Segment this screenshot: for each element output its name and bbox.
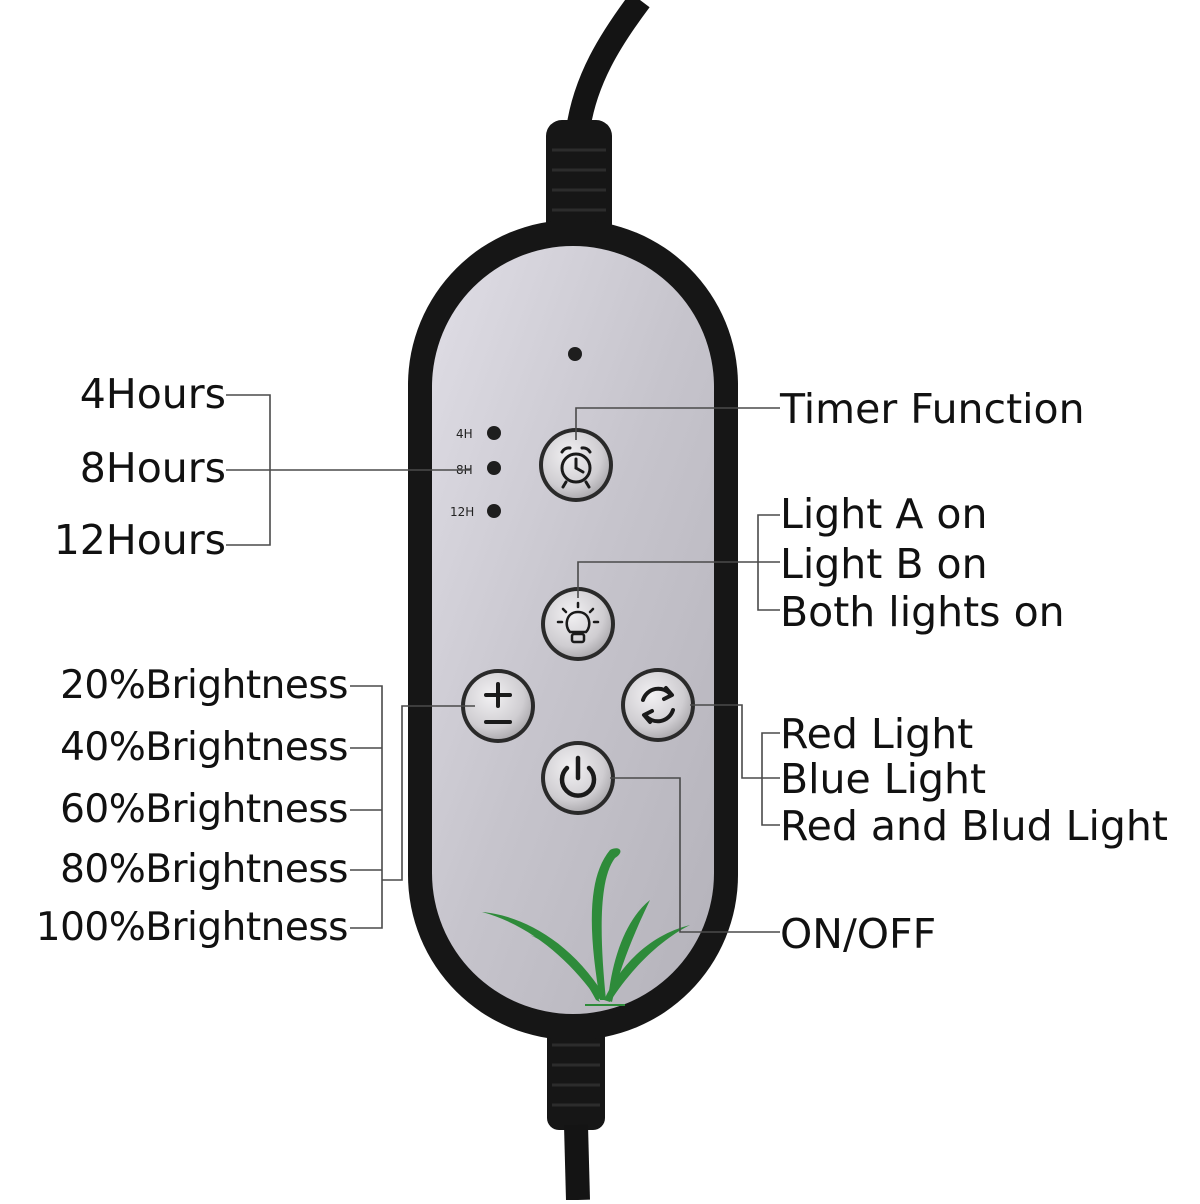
power-icon bbox=[559, 755, 597, 798]
power-button[interactable] bbox=[541, 741, 615, 815]
strain-relief-top-ridges bbox=[552, 148, 606, 212]
cycle-arrows-icon bbox=[641, 686, 675, 724]
brightness-20: 20%Brightness bbox=[60, 663, 348, 708]
timer-indicator-4h: 4H bbox=[456, 427, 473, 441]
color-mode-red-blue: Red and Blud Light bbox=[780, 802, 1168, 850]
timer-function-label: Timer Function bbox=[780, 385, 1085, 433]
timer-option-4hours: 4Hours bbox=[79, 370, 226, 418]
leaf-icon bbox=[482, 848, 690, 1002]
brightness-button[interactable] bbox=[461, 669, 535, 743]
plus-minus-icon bbox=[484, 682, 512, 724]
color-mode-red: Red Light bbox=[780, 710, 974, 758]
brightness-80: 80%Brightness bbox=[60, 847, 348, 892]
timer-button[interactable] bbox=[539, 428, 613, 502]
timer-led-12h bbox=[487, 504, 501, 518]
strain-relief-bottom-ridges bbox=[552, 1043, 600, 1107]
color-mode-blue: Blue Light bbox=[780, 755, 987, 803]
light-mode-both: Both lights on bbox=[780, 588, 1065, 636]
brightness-40: 40%Brightness bbox=[60, 725, 348, 770]
light-button[interactable] bbox=[541, 587, 615, 661]
timer-led-4h bbox=[487, 426, 501, 440]
timer-option-12hours: 12Hours bbox=[53, 516, 226, 564]
timer-option-8hours: 8Hours bbox=[79, 444, 226, 492]
leader-lines bbox=[226, 394, 780, 933]
brightness-60: 60%Brightness bbox=[60, 787, 348, 832]
power-label: ON/OFF bbox=[780, 910, 937, 958]
timer-indicator-12h: 12H bbox=[450, 505, 474, 519]
light-mode-b: Light B on bbox=[780, 540, 988, 588]
cable-top bbox=[566, 0, 650, 132]
brightness-100: 100%Brightness bbox=[35, 905, 349, 950]
cable-bottom bbox=[564, 1124, 590, 1201]
timer-led-8h bbox=[487, 461, 501, 475]
alarm-clock-icon bbox=[560, 446, 592, 489]
light-mode-a: Light A on bbox=[780, 490, 988, 538]
color-button[interactable] bbox=[621, 668, 695, 742]
status-led bbox=[568, 347, 582, 361]
light-bulb-icon bbox=[556, 601, 600, 644]
